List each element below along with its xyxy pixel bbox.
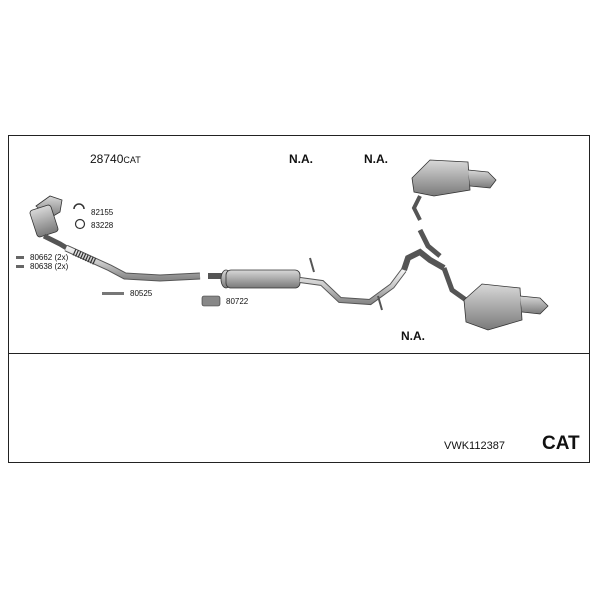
na-label-3: N.A. bbox=[401, 329, 425, 343]
ring-icon bbox=[74, 218, 86, 230]
middle-muffler bbox=[208, 257, 407, 311]
na-label-2: N.A. bbox=[364, 152, 388, 166]
diagram-frame bbox=[8, 135, 590, 463]
category-label: CAT bbox=[542, 433, 580, 454]
flex-pipe bbox=[64, 244, 201, 282]
part-label-80662: 80662 (2x) bbox=[30, 253, 69, 262]
bolt-icon bbox=[16, 256, 24, 268]
part-label-80722: 80722 bbox=[226, 297, 249, 306]
part-label-80638: 80638 (2x) bbox=[30, 262, 69, 271]
rear-muffler-bottom bbox=[463, 283, 549, 331]
hanger-icon bbox=[102, 292, 124, 295]
part-number: 28740CAT bbox=[90, 152, 141, 166]
reference-code: VWK112387 bbox=[444, 440, 505, 452]
catalytic-converter bbox=[29, 195, 72, 253]
rear-muffler-top bbox=[411, 159, 497, 221]
rubber-hanger-icon bbox=[201, 295, 221, 307]
part-label-80525: 80525 bbox=[130, 289, 153, 298]
na-label-1: N.A. bbox=[289, 152, 313, 166]
part-label-82155: 82155 bbox=[91, 208, 114, 217]
tail-pipe-branches bbox=[401, 228, 468, 303]
part-label-83228: 83228 bbox=[91, 221, 114, 230]
frame-divider bbox=[8, 353, 590, 354]
clamp-icon bbox=[73, 203, 85, 210]
